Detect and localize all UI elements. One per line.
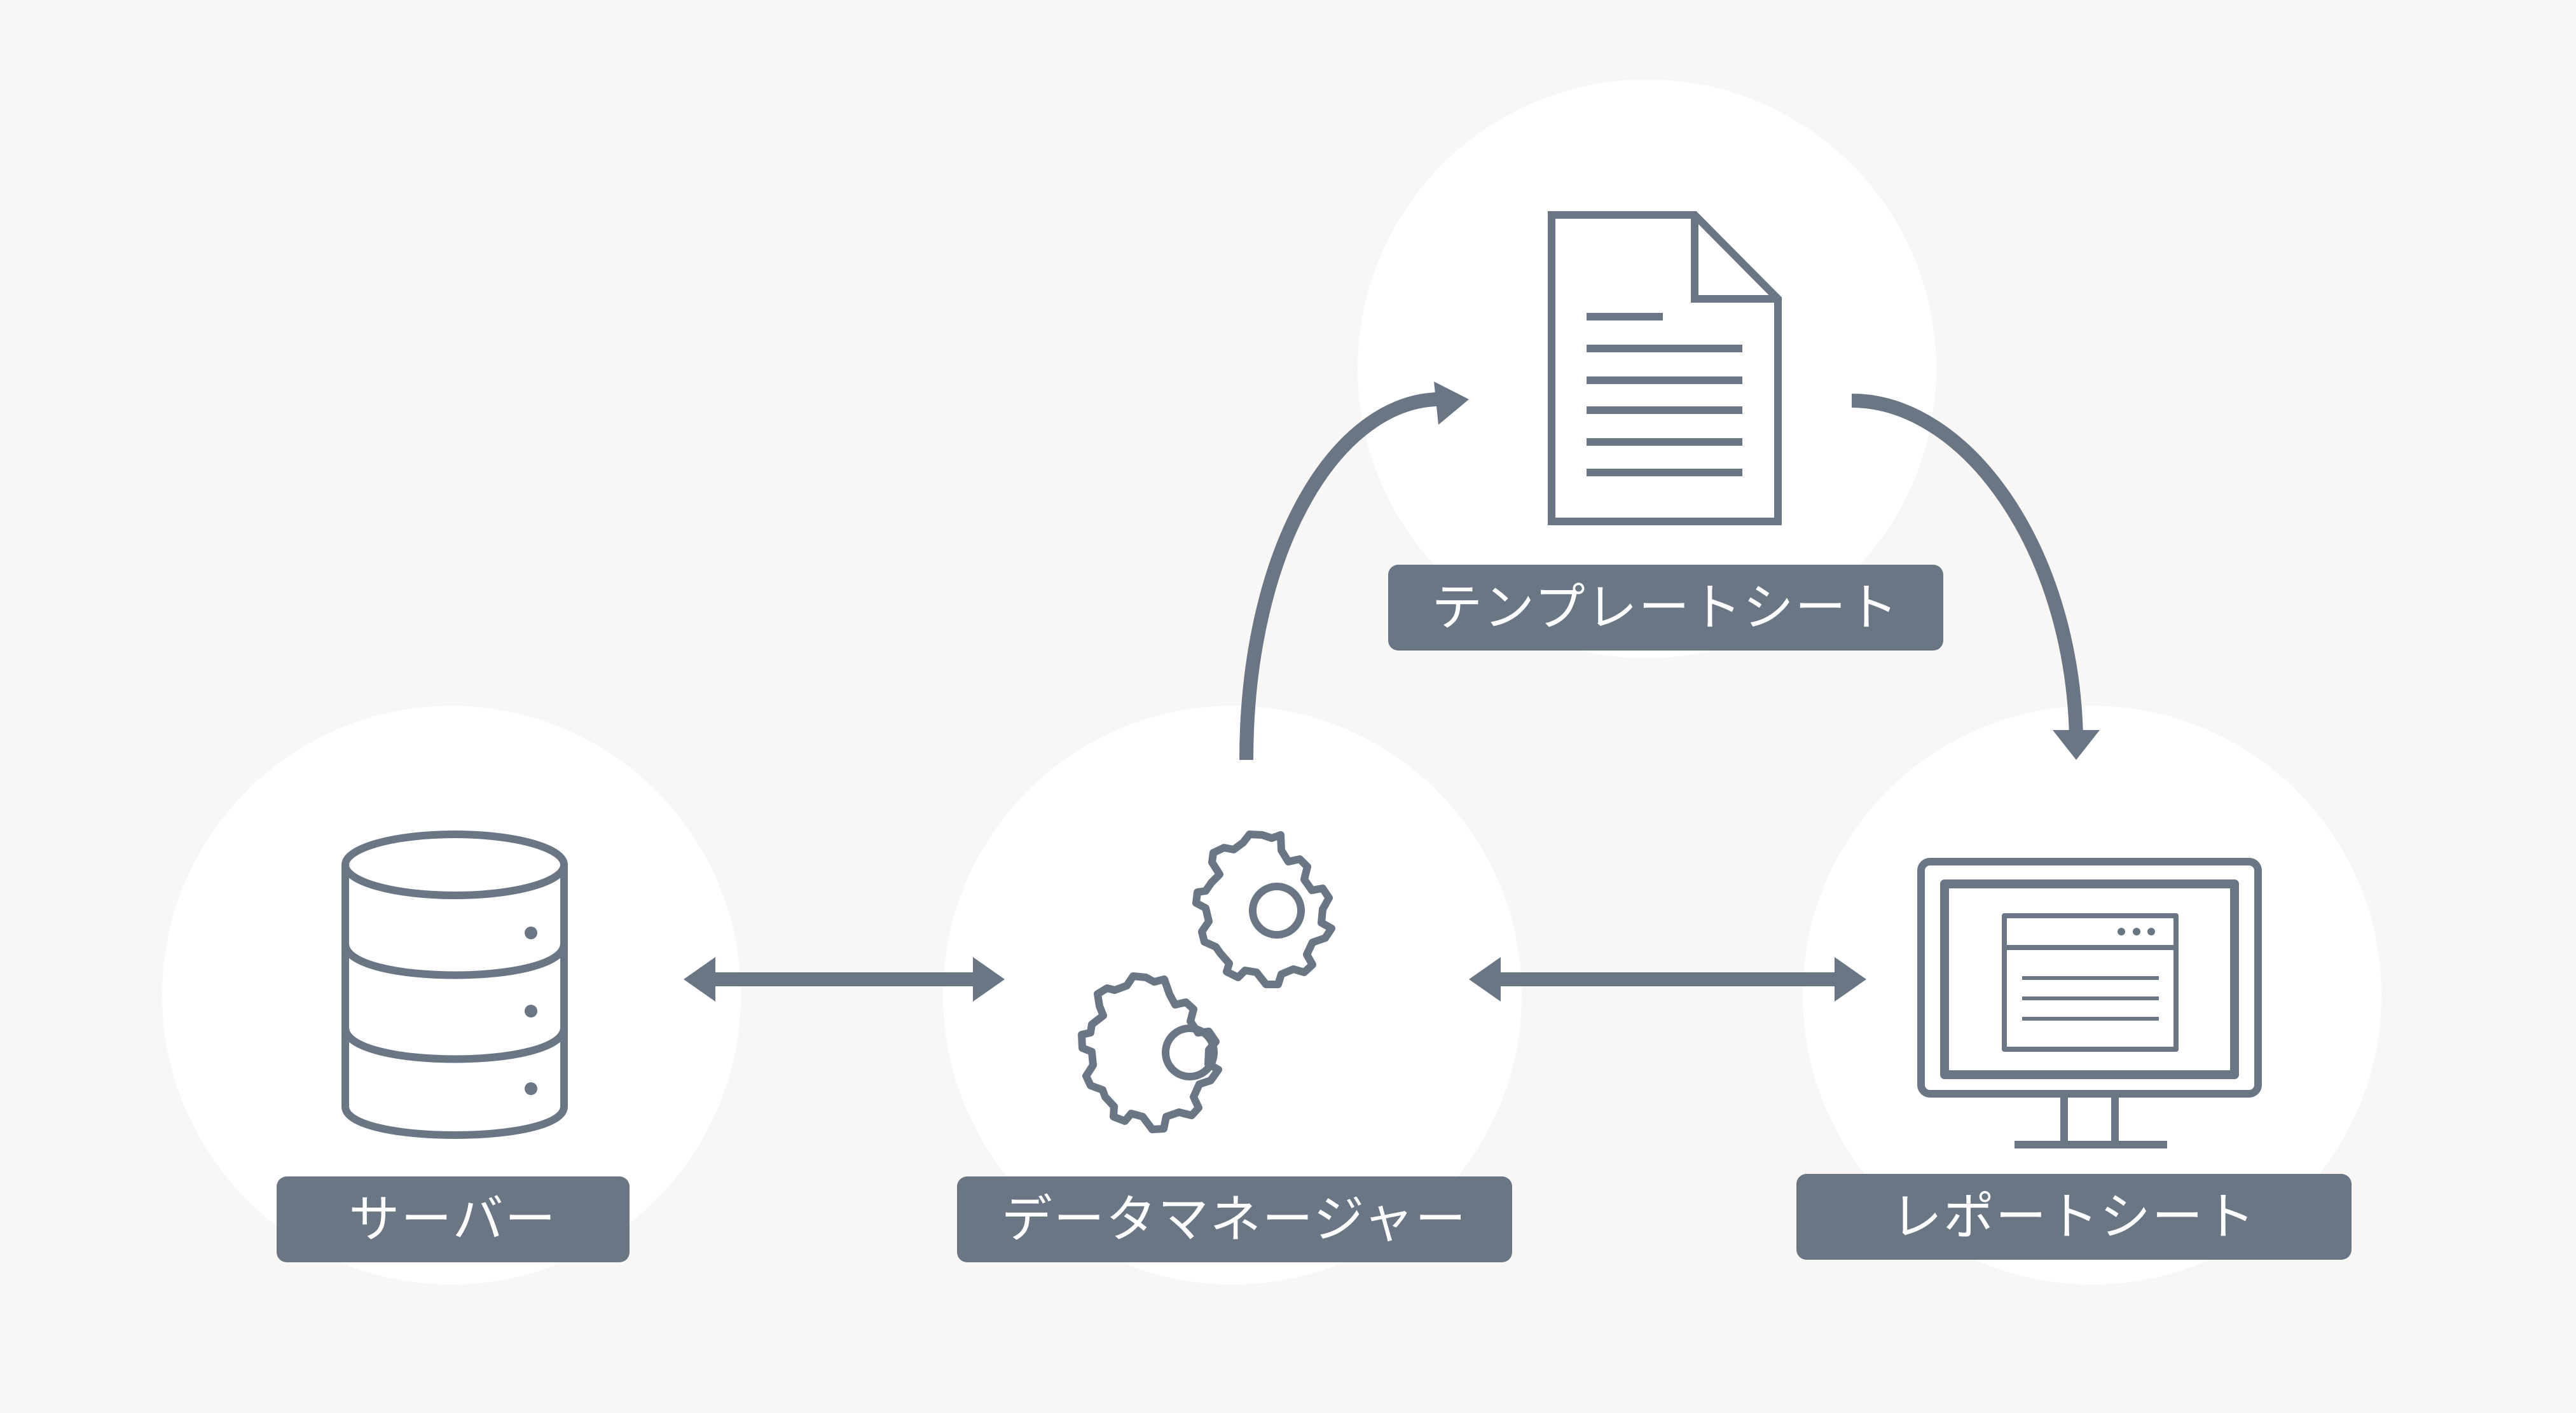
report-sheet-label: レポートシート [1796, 1174, 2352, 1260]
edge-template-sheet-report-sheet [1851, 394, 2100, 760]
document-icon [1548, 211, 1782, 525]
template-sheet-node-circle [1358, 79, 1936, 658]
server-label-text: サーバー [348, 1190, 556, 1249]
server-node-circle [162, 706, 741, 1285]
data-manager-label-text: データマネージャー [1002, 1190, 1467, 1249]
template-sheet-label-text: テンプレートシート [1431, 578, 1899, 637]
data-manager-node-circle [943, 706, 1522, 1285]
edge-server-data-manager [684, 957, 1005, 1002]
gears-icon [1078, 831, 1335, 1133]
edge-data-manager-template-sheet [1239, 382, 1469, 761]
template-sheet-label: テンプレートシート [1388, 565, 1943, 651]
server-label: サーバー [277, 1176, 630, 1262]
database-icon [341, 831, 568, 1139]
edge-data-manager-report-sheet [1469, 957, 1866, 1002]
report-sheet-label-text: レポートシート [1891, 1187, 2256, 1246]
data-manager-label: データマネージャー [957, 1176, 1512, 1262]
monitor-icon [1917, 858, 2262, 1148]
report-sheet-node-circle [1803, 706, 2381, 1285]
